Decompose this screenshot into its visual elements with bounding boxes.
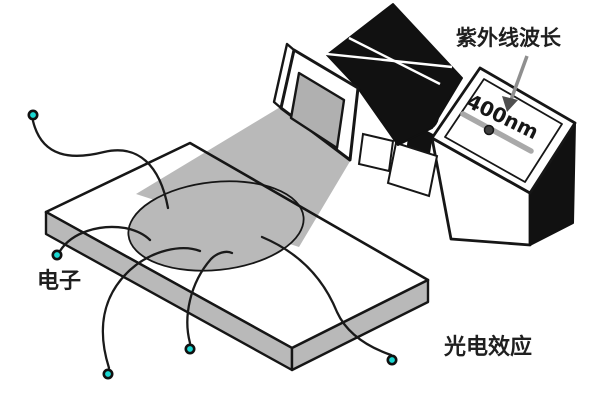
pointer-arrow-icon [502,96,518,112]
lamp-lens [289,71,346,150]
electron-dot [386,354,398,366]
electron-trajectory [31,119,170,210]
electron-label: 电子 [37,269,81,294]
photoelectric-effect-label: 光电效应 [443,334,532,360]
wavelength-slider-track[interactable] [460,111,534,154]
electron-dot [184,343,196,355]
uv-wavelength-label: 紫外线波长 [456,26,562,50]
electron-dot [51,249,63,261]
metal-plate-right-side [290,278,430,372]
electrons [27,109,398,380]
wavelength-slider-handle[interactable] [483,124,495,136]
lamp-stand-left [357,132,395,173]
control-panel-inner-border [444,78,563,183]
electron-trajectory [186,250,234,345]
lamp-body-stripe-2 [348,36,441,86]
electron-trajectory [260,235,393,357]
electron-dot [27,109,39,121]
wavelength-control-box: 400nm [430,66,577,247]
lamp-stand [386,141,439,198]
pointer-arrow-shaft [509,55,529,101]
electron-dot [102,368,114,380]
lamp-body-stripe-1 [0,18,453,69]
electron-trajectories [31,119,393,370]
electron-trajectory [58,225,152,253]
control-panel [430,66,577,195]
uv-lamp [0,3,463,198]
electron-trajectory [101,247,202,370]
